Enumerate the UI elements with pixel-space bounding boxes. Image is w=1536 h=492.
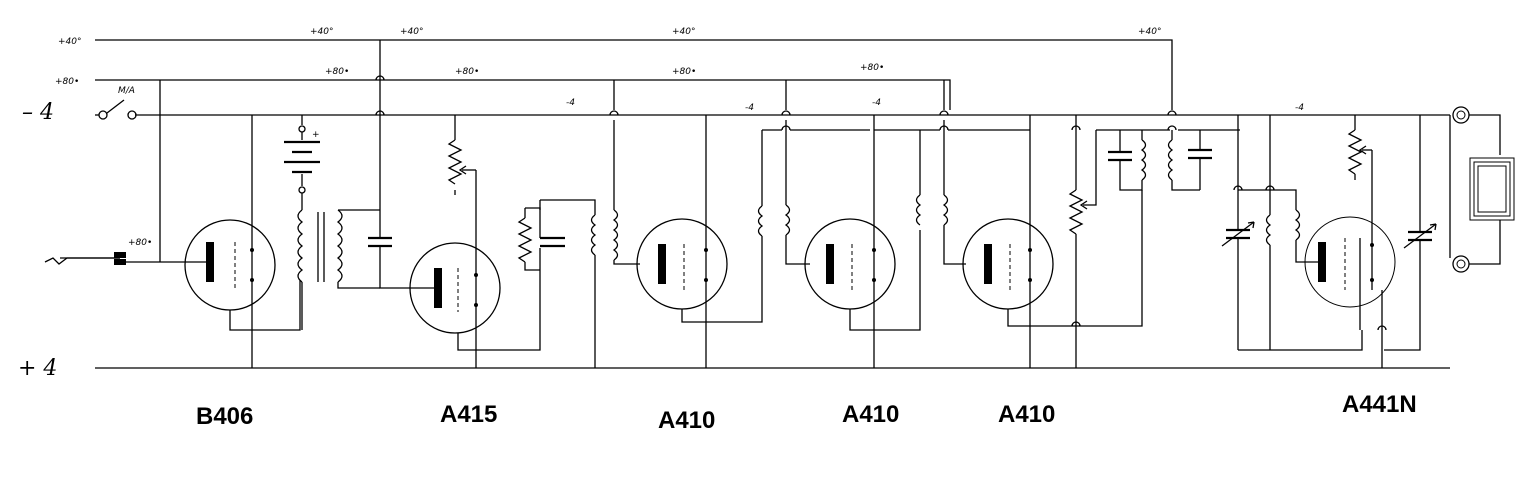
tube-envelope: [1304, 216, 1396, 308]
transformer-icon: [297, 209, 380, 330]
tube-envelope: [962, 218, 1054, 310]
rail-label-minus4-main: – 4: [22, 100, 54, 125]
tube-a441n: [1304, 150, 1396, 368]
switch-label: M/A: [118, 86, 135, 96]
rail-label-minus4: -4: [1295, 103, 1304, 113]
tube-label: A410: [842, 401, 899, 428]
tube-a410-1: [636, 115, 763, 368]
input-jack-icon: [44, 252, 160, 265]
coil-icon: [590, 80, 640, 368]
rail-label-minus4: -4: [566, 98, 575, 108]
tube-label: A410: [658, 407, 715, 434]
rail-label-plus40: +40°: [672, 27, 696, 37]
tube-label: A441N: [1342, 391, 1417, 418]
potentiometer-icon: [447, 115, 476, 195]
rail-label-plus40: +40°: [58, 37, 82, 47]
tuning-capacitor-icon: [1221, 115, 1363, 351]
coil-icon: [757, 80, 870, 265]
rail-label-minus4: -4: [872, 98, 881, 108]
resistor-icon: [517, 199, 596, 271]
battery-plus-label: +: [312, 130, 320, 140]
tube-plate-icon: [1318, 242, 1326, 282]
tube-plate-icon: [658, 244, 666, 284]
rail-label-plus4-main: + 4: [18, 356, 57, 381]
frame-antenna-icon: [1469, 114, 1515, 265]
tube-plate-icon: [826, 244, 834, 284]
rail-label-plus80: +80•: [55, 77, 79, 87]
potentiometer-icon: [1068, 115, 1097, 368]
tube-plate-icon: [206, 242, 214, 282]
potentiometer-icon: [1347, 115, 1372, 180]
battery-icon: [284, 115, 320, 210]
capacitor-icon: [368, 40, 412, 289]
rail-label-plus80: +80•: [325, 67, 349, 77]
tube-envelope: [409, 242, 501, 334]
rail-label-plus80: +80•: [672, 67, 696, 77]
tube-a415: [409, 170, 541, 368]
power-switch: [95, 99, 137, 120]
tube-envelope: [184, 219, 276, 311]
tube-a410-3: [962, 115, 1143, 368]
jack-label-plus80: +80•: [128, 238, 152, 248]
rail-label-minus4: -4: [745, 103, 754, 113]
tube-plate-icon: [984, 244, 992, 284]
rf-transformer-icon: [1096, 125, 1240, 191]
tube-label: B406: [196, 403, 253, 430]
coil-icon: [874, 80, 1030, 265]
rails: [95, 39, 1450, 369]
rail-label-plus40: +40°: [310, 27, 334, 37]
rail-label-plus40: +40°: [400, 27, 424, 37]
tube-label: A415: [440, 401, 497, 428]
tube-label: A410: [998, 401, 1055, 428]
tube-plate-icon: [434, 268, 442, 308]
tube-b406: [160, 115, 301, 368]
rail-label-plus80: +80•: [455, 67, 479, 77]
tube-a410-2: [804, 115, 921, 368]
output-terminal-icon: [1449, 106, 1470, 273]
tube-envelope: [804, 218, 896, 310]
tube-envelope: [636, 218, 728, 310]
rail-label-plus40: +40°: [1138, 27, 1162, 37]
rail-label-plus80: +80•: [860, 63, 884, 73]
tuning-capacitor-icon: [1384, 115, 1437, 351]
